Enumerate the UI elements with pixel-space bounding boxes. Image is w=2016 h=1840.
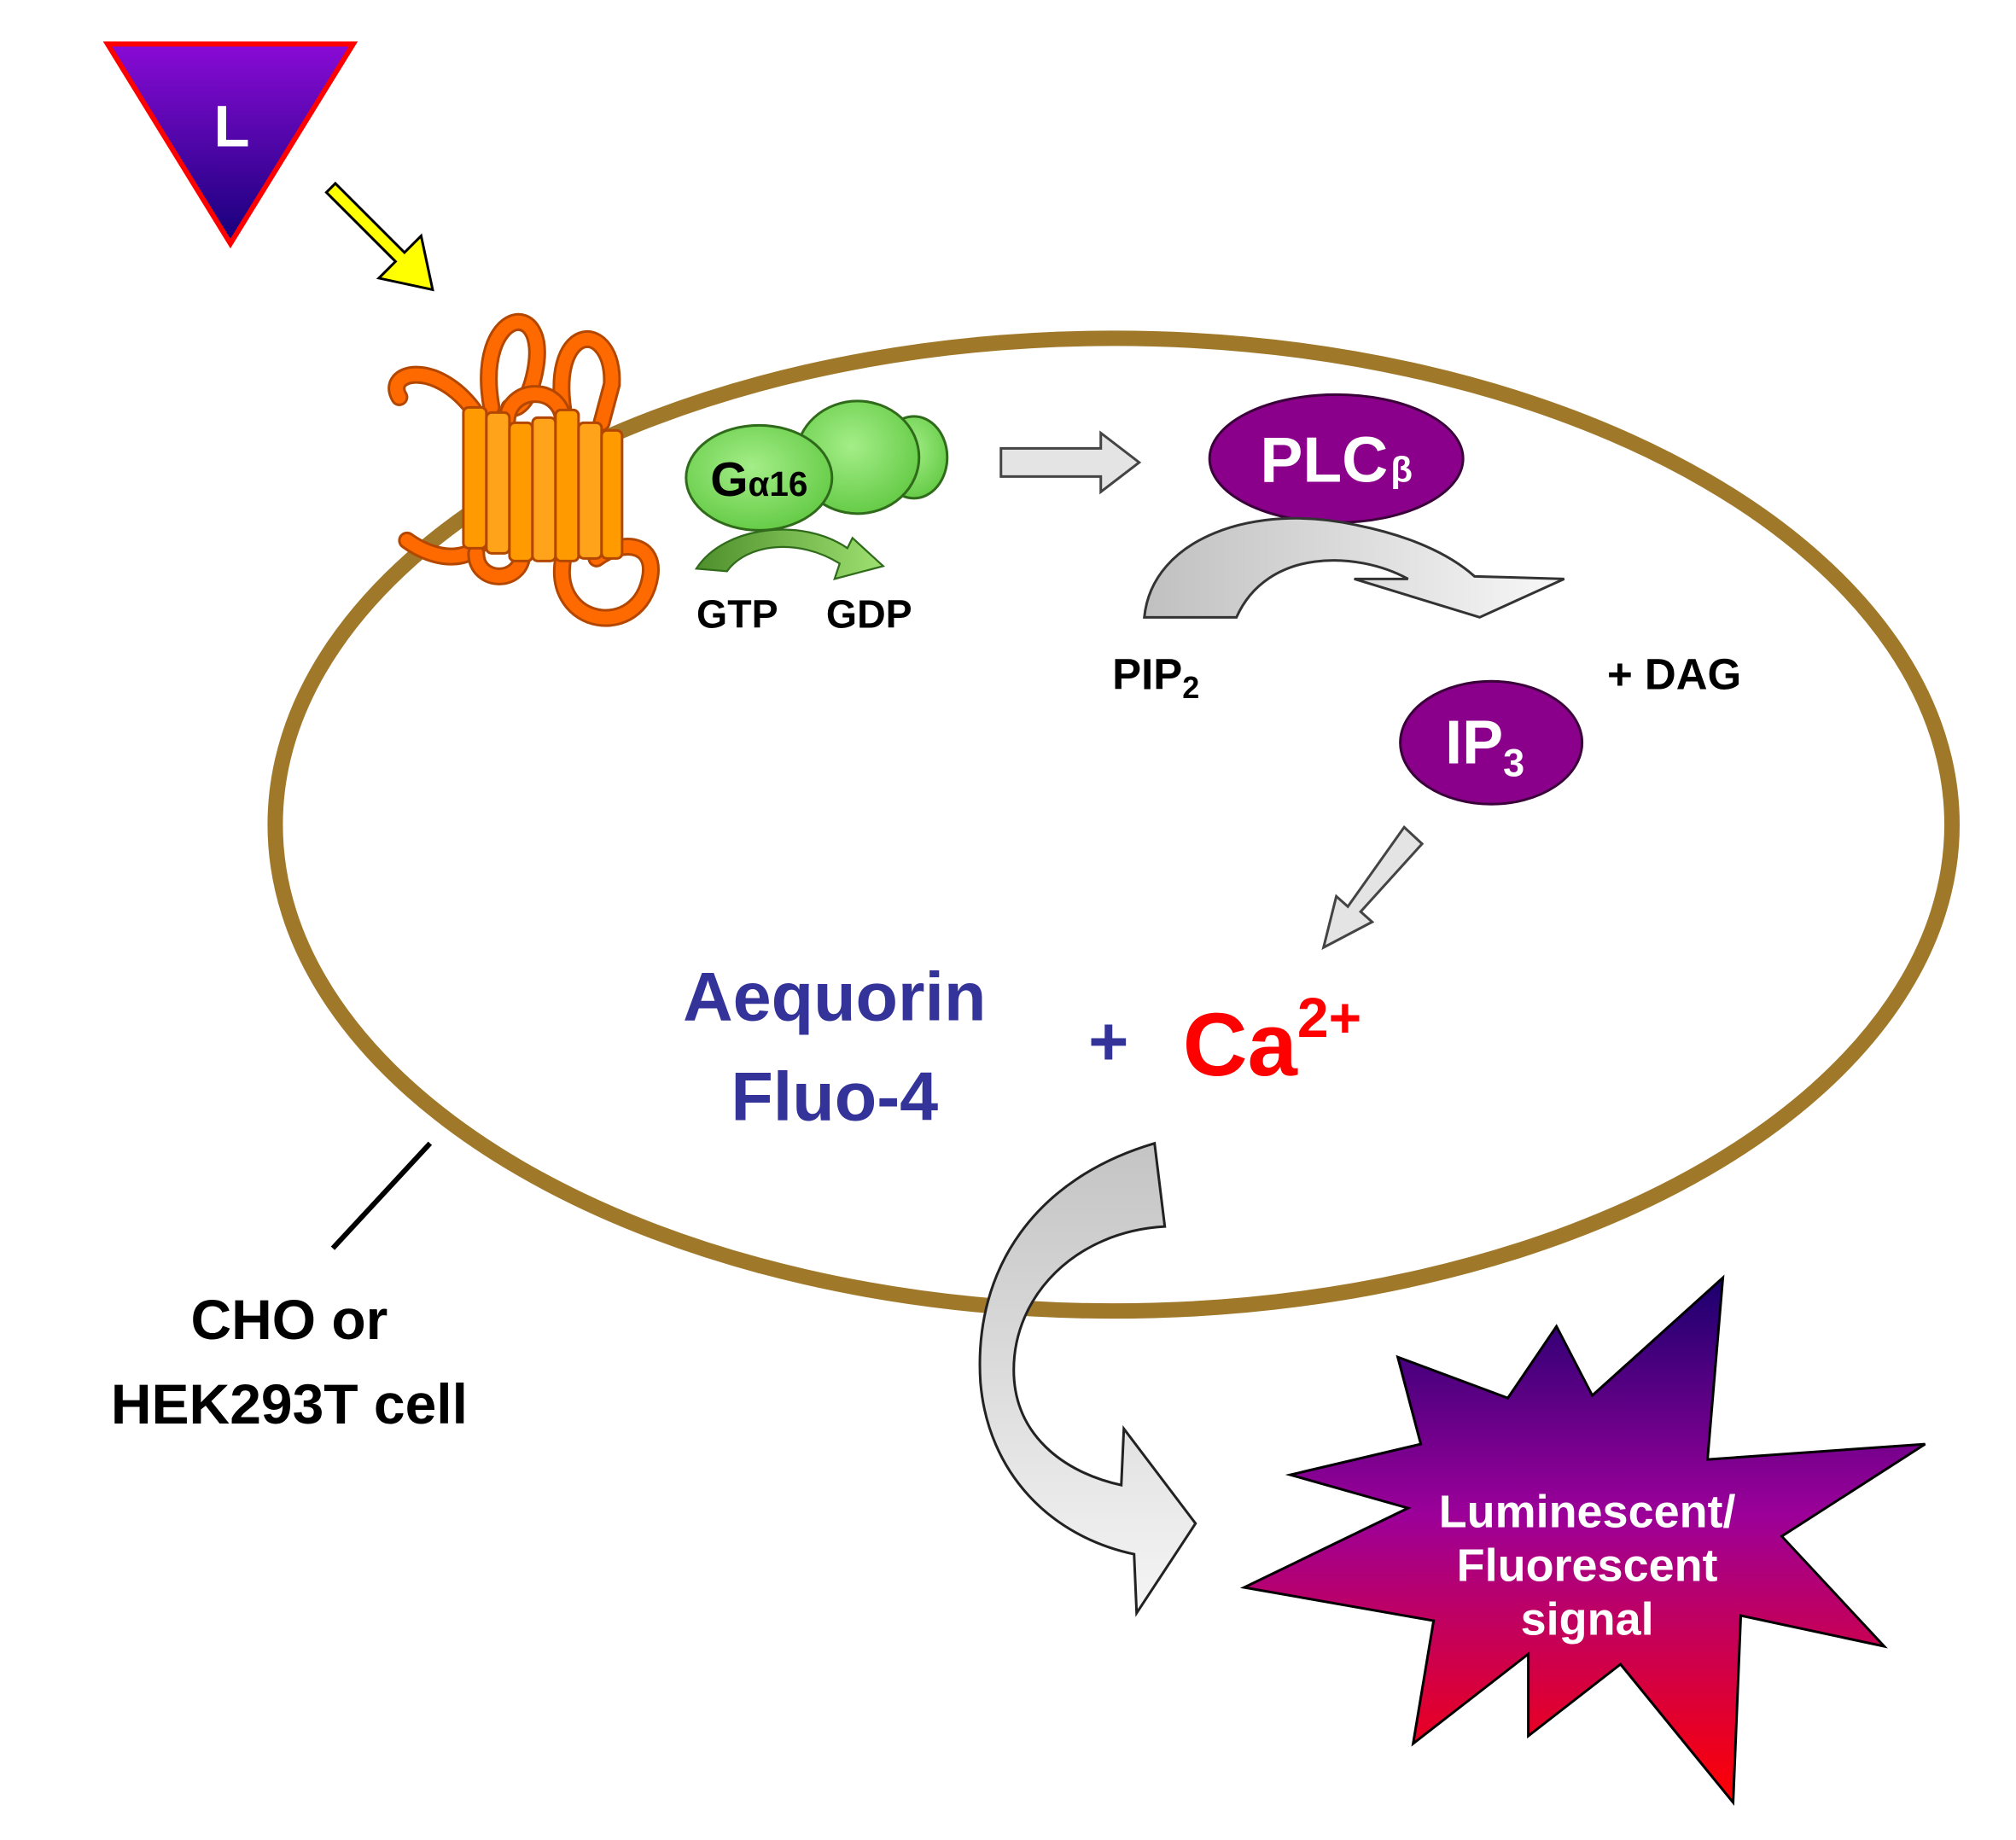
- gtp-label: GTP: [696, 591, 778, 636]
- gpcr-receptor: [387, 312, 660, 627]
- cell-label-line1: CHO or: [190, 1288, 387, 1351]
- signal-line1: Luminescent/: [1439, 1487, 1736, 1538]
- plus-sign: +: [1088, 1004, 1128, 1080]
- dag-label: + DAG: [1607, 649, 1741, 698]
- signal-burst: Luminescent/ Fluorescent signal: [1239, 1274, 1926, 1807]
- cell-label-line2: HEK293T cell: [111, 1372, 468, 1435]
- gdp-label: GDP: [826, 591, 912, 636]
- fluo4-label: Fluo-4: [731, 1059, 938, 1136]
- gtp-gdp-arrow: [694, 528, 886, 580]
- ligand-label: L: [213, 93, 249, 159]
- ligand-binding-arrow: [324, 181, 434, 292]
- signal-line3: signal: [1521, 1594, 1654, 1645]
- cell-label-pointer: [330, 1141, 433, 1250]
- g-protein-to-plc-arrow: [999, 430, 1142, 495]
- ip3-to-calcium-arrow: [1321, 825, 1425, 951]
- aequorin-label: Aequorin: [683, 959, 986, 1036]
- ip3-label: IP3: [1445, 708, 1524, 784]
- pip2-label: PIP2: [1112, 649, 1199, 704]
- ip3: IP3: [1399, 679, 1584, 806]
- ligand: L: [102, 41, 358, 249]
- signal-output-arrow: [978, 1141, 1197, 1617]
- g-protein: Gα16: [685, 399, 949, 532]
- g-protein-label: Gα16: [710, 452, 807, 507]
- signal-starburst: [1239, 1274, 1926, 1807]
- cell-membrane: [267, 330, 1961, 1319]
- ligand-triangle: [102, 41, 358, 249]
- calcium-label: Ca2+: [1183, 986, 1361, 1095]
- pip2-hydrolysis-arrow: [1143, 516, 1565, 619]
- signal-line2: Fluorescent: [1457, 1540, 1718, 1592]
